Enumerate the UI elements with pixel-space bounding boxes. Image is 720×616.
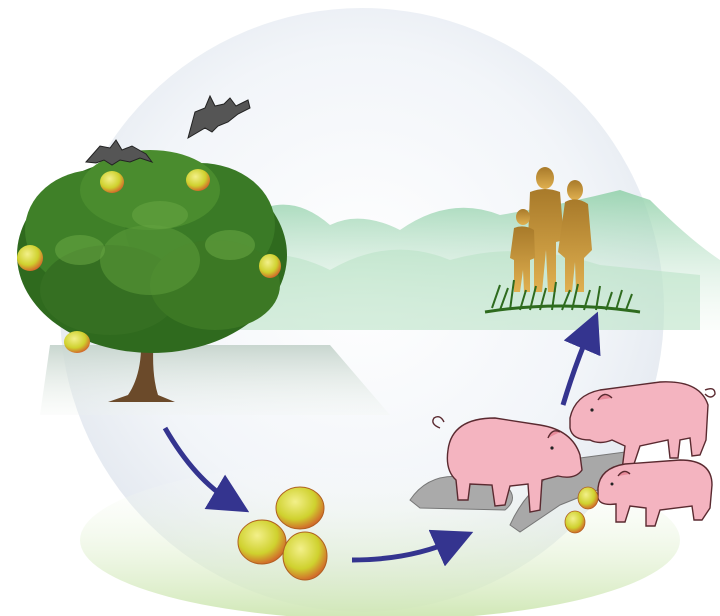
tree-ground: [40, 345, 390, 415]
hills: [230, 190, 720, 330]
tree-canopy: [17, 150, 287, 353]
